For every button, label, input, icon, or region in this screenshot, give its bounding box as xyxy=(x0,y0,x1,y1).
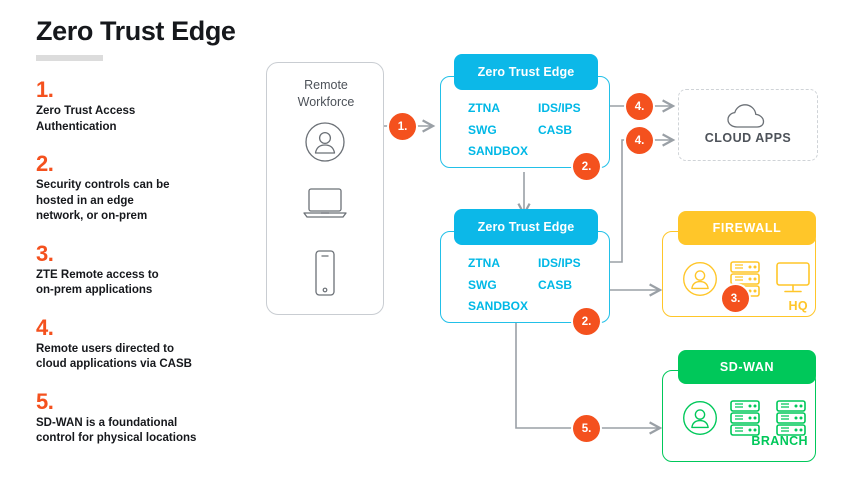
badge-step-2-box1: 2. xyxy=(573,153,600,180)
sdwan-tag: BRANCH xyxy=(751,434,808,448)
firewall-tag: HQ xyxy=(788,299,808,313)
user-circle-icon xyxy=(682,400,718,441)
zte-service: SWG xyxy=(468,277,497,292)
page-title: Zero Trust Edge xyxy=(36,16,236,46)
cloud-apps-label: CLOUD APPS xyxy=(704,131,792,145)
badge-step-5: 5. xyxy=(573,415,600,442)
zte-service: ZTNA xyxy=(468,256,500,270)
legend-number: 4. xyxy=(36,314,54,340)
badge-step-4-bottom: 4. xyxy=(626,127,653,154)
legend-item-3: 3. ZTE Remote access to on-prem applicat… xyxy=(36,242,251,299)
zte-column-right: IDS/IPS CASB xyxy=(538,253,608,323)
badge-step-4-top: 4. xyxy=(626,93,653,120)
legend-number: 2. xyxy=(36,151,54,176)
legend-number: 3. xyxy=(36,240,54,266)
zte-service: SANDBOX xyxy=(468,144,529,158)
legend-item-5: 5. SD-WAN is a foundational control for … xyxy=(36,390,251,447)
zte-service: SWG xyxy=(468,122,497,137)
smartphone-icon xyxy=(310,249,340,302)
zte-column-left: ZTNA SWG SANDBOX xyxy=(468,253,538,323)
monitor-icon xyxy=(774,261,812,300)
user-circle-icon xyxy=(682,261,718,302)
badge-step-2-box2: 2. xyxy=(573,308,600,335)
user-circle-icon xyxy=(304,121,346,168)
legend-description: Remote users directed to cloud applicati… xyxy=(36,342,192,371)
badge-step-1: 1. xyxy=(389,113,416,140)
cloud-icon xyxy=(725,103,771,136)
zte-column-right: IDS/IPS CASB xyxy=(538,98,608,168)
legend-description: Security controls can be hosted in an ed… xyxy=(36,179,170,222)
server-rack-icon xyxy=(774,399,808,442)
remote-workforce-panel: Remote Workforce xyxy=(266,62,384,315)
legend-description: ZTE Remote access to on-prem application… xyxy=(36,268,159,297)
zte-service: SANDBOX xyxy=(468,299,529,313)
badge-step-3: 3. xyxy=(722,285,749,312)
sdwan-header-label: SD-WAN xyxy=(678,350,816,384)
zte-service: CASB xyxy=(538,122,573,137)
legend-number: 5. xyxy=(36,388,54,414)
zte-service: CASB xyxy=(538,277,573,292)
zte-header-label: Zero Trust Edge xyxy=(454,54,598,90)
zte-service: IDS/IPS xyxy=(538,256,581,270)
legend-item-1: 1. Zero Trust Access Authentication xyxy=(36,78,251,135)
legend-item-2: 2. Security controls can be hosted in an… xyxy=(36,152,251,225)
title-underline xyxy=(36,55,103,61)
legend-item-4: 4. Remote users directed to cloud applic… xyxy=(36,316,251,373)
zte-header-label: Zero Trust Edge xyxy=(454,209,598,245)
zte-service-columns: ZTNA SWG SANDBOX IDS/IPS CASB xyxy=(440,253,610,323)
zte-body xyxy=(440,231,610,323)
sdwan-box[interactable]: SD-WAN xyxy=(662,350,820,462)
zte-service: IDS/IPS xyxy=(538,101,581,115)
legend-description: SD-WAN is a foundational control for phy… xyxy=(36,416,197,445)
server-rack-icon xyxy=(728,399,762,442)
legend-panel: Zero Trust Edge 1. Zero Trust Access Aut… xyxy=(36,14,251,447)
legend-number: 1. xyxy=(36,77,54,102)
zte-body xyxy=(440,76,610,168)
cloud-apps-body xyxy=(678,89,818,161)
zte-service: ZTNA xyxy=(468,101,500,115)
zte-service-columns: ZTNA SWG SANDBOX IDS/IPS CASB xyxy=(440,98,610,168)
firewall-header-label: FIREWALL xyxy=(678,211,816,245)
remote-workforce-label: Remote Workforce xyxy=(297,78,355,109)
legend-description: Zero Trust Access Authentication xyxy=(36,105,136,133)
cloud-apps-box[interactable]: CLOUD APPS xyxy=(678,89,818,161)
zte-column-left: ZTNA SWG SANDBOX xyxy=(468,98,538,168)
laptop-icon xyxy=(302,185,348,226)
